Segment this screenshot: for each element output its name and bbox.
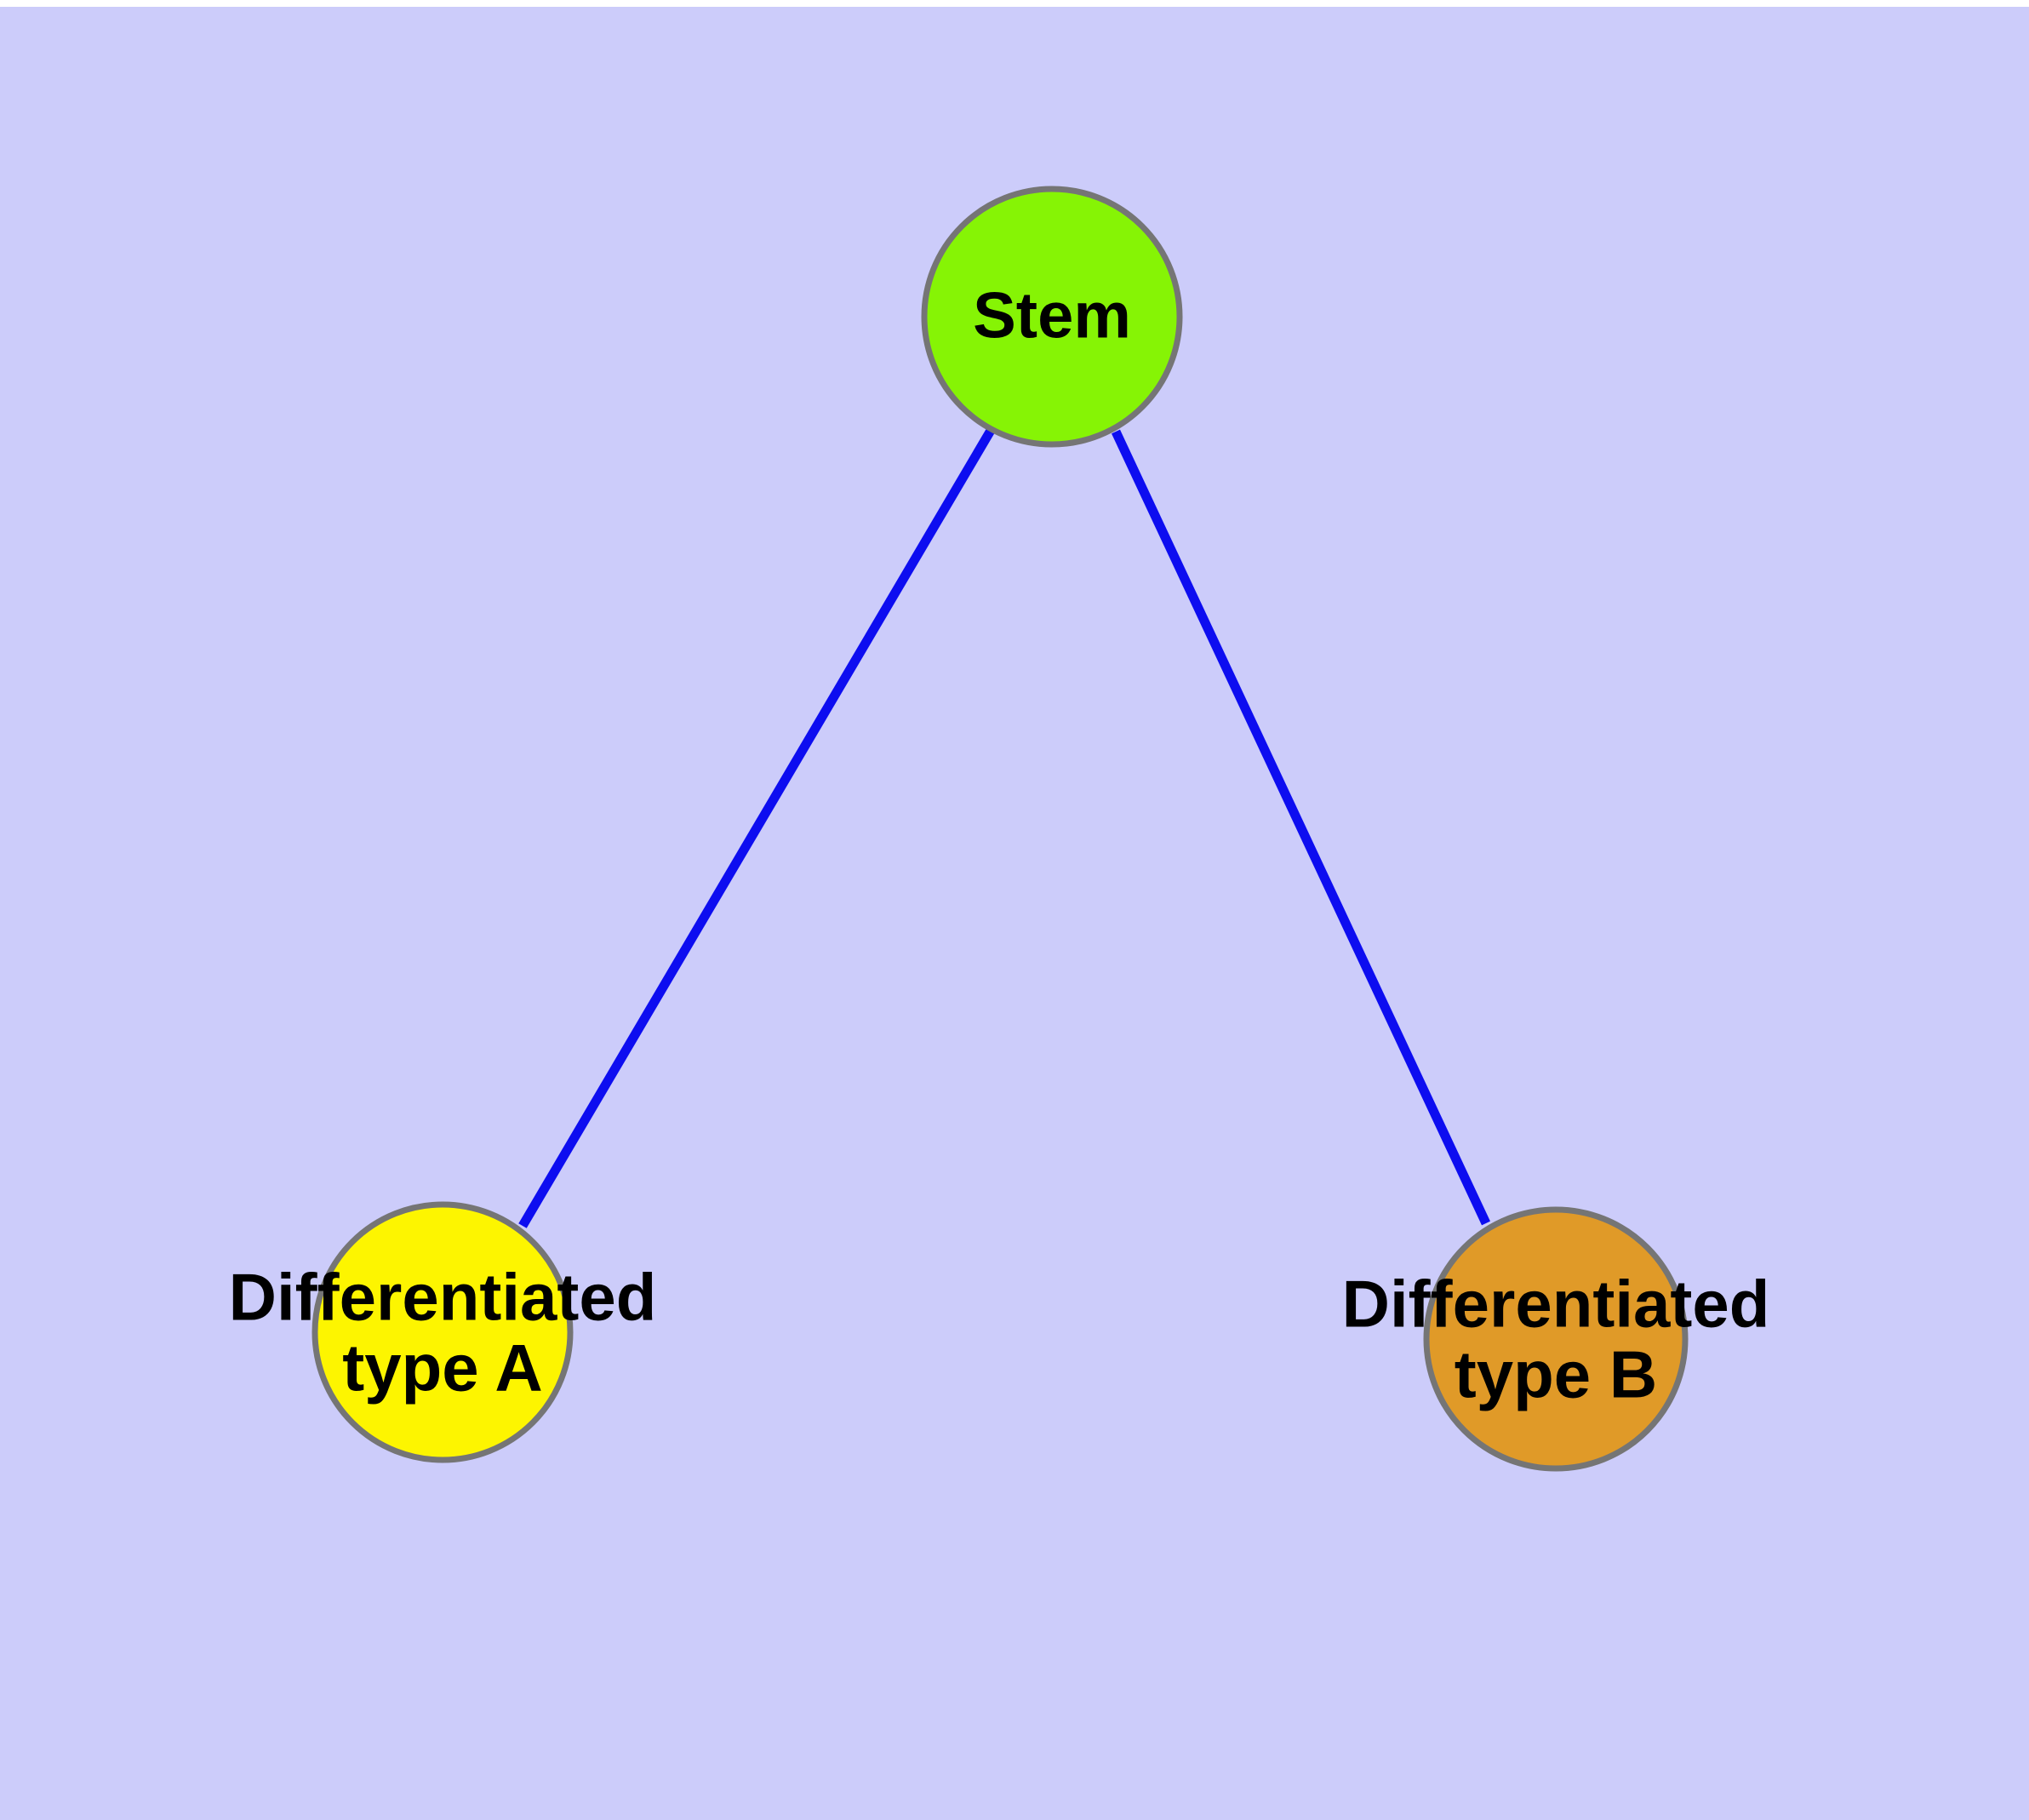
node-diff-b[interactable] <box>1423 1206 1689 1472</box>
edge-stem-to-diff-b[interactable] <box>1112 429 1490 1226</box>
node-stem[interactable] <box>921 186 1183 448</box>
edge-stem-to-diff-a[interactable] <box>518 426 996 1228</box>
node-diff-a[interactable] <box>311 1201 574 1463</box>
node-layer <box>311 186 1689 1472</box>
edge-layer <box>518 426 1490 1228</box>
